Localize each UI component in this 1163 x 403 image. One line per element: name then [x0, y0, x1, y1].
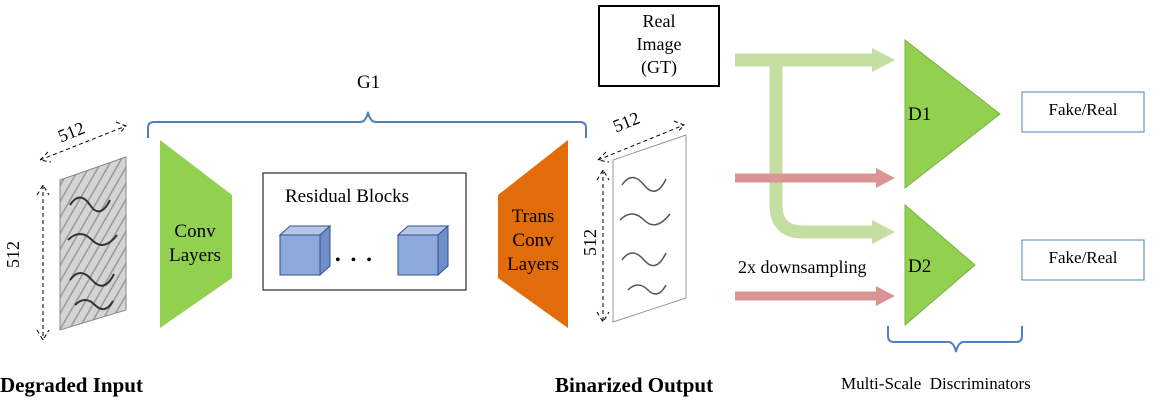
trans-conv-layers-block [498, 140, 568, 328]
fake-real-label-1: Fake/Real [1048, 100, 1118, 119]
g1-label: G1 [357, 72, 381, 93]
output-width-dimension-arrow [596, 120, 685, 163]
discriminator-d2 [904, 203, 976, 327]
d1-label: D1 [908, 104, 932, 125]
multi-scale-caption: Multi-Scale Discriminators [841, 374, 1031, 393]
input-height-label: 512 [3, 241, 23, 268]
conv-label-line2: Layers [169, 245, 221, 266]
generated-image-arrows [735, 168, 895, 306]
residual-cube-2 [396, 224, 450, 277]
fake-real-box-1 [1021, 91, 1145, 133]
degraded-input-image [59, 156, 127, 331]
multi-scale-brace [887, 326, 1023, 353]
input-width-dimension-arrow [38, 121, 127, 163]
real-label-line1: Real [642, 11, 676, 31]
output-height-dimension-arrow [596, 169, 610, 323]
real-label-line2: Image [636, 34, 682, 54]
downsampling-label: 2x downsampling [738, 257, 867, 277]
d2-label: D2 [908, 256, 932, 277]
binarized-output-caption: Binarized Output [555, 373, 714, 397]
discriminator-d1 [904, 38, 1001, 190]
trans-conv-layers-label: Trans Conv Layers [500, 205, 566, 277]
degraded-input-caption: Degraded Input [0, 373, 143, 397]
conv-layers-label: Conv Layers [164, 220, 226, 268]
output-height-label: 512 [580, 229, 600, 256]
conv-layers-block [160, 140, 232, 328]
trans-label-line1: Trans [511, 206, 555, 227]
trans-label-line2: Conv [512, 230, 554, 251]
trans-label-line3: Layers [507, 254, 559, 275]
binarized-output-image [612, 134, 687, 323]
fake-real-label-2: Fake/Real [1048, 248, 1118, 267]
conv-label-line1: Conv [174, 221, 216, 242]
g1-brace [147, 111, 587, 138]
residual-cube-1 [278, 224, 332, 277]
fake-real-box-2 [1021, 239, 1145, 281]
real-label-line3: (GT) [641, 57, 677, 77]
real-image-arrows [735, 48, 895, 244]
real-image-label: Real Image (GT) [600, 10, 718, 79]
residual-blocks-label: Residual Blocks [285, 186, 410, 207]
real-image-box [598, 5, 720, 87]
input-height-dimension-arrow [36, 184, 50, 341]
residual-ellipsis: • • • [335, 252, 375, 269]
